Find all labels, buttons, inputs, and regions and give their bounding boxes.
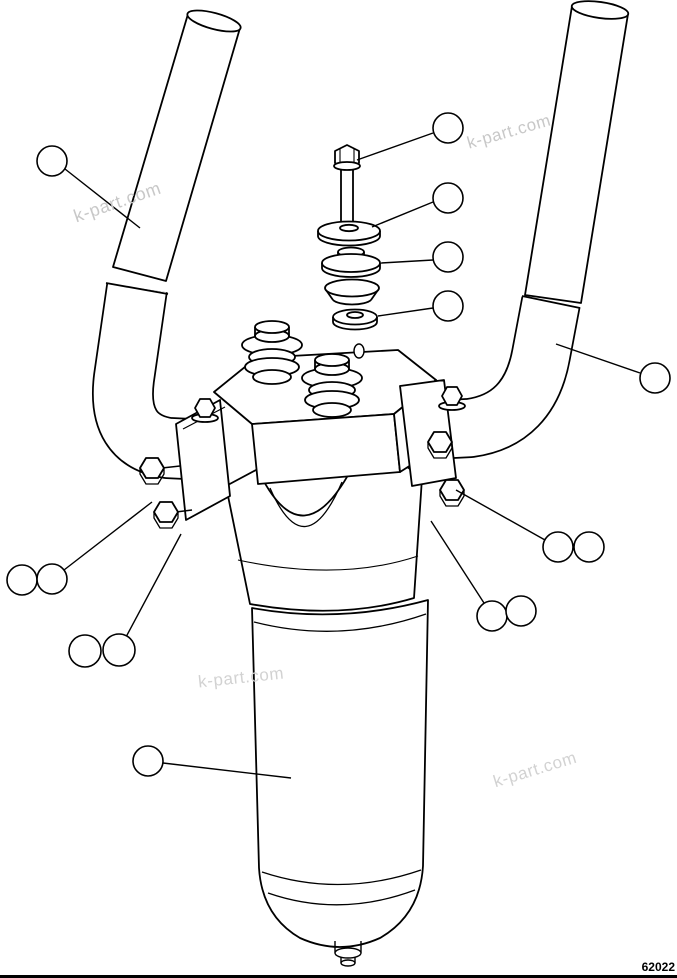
callout-balloon[interactable] — [432, 290, 464, 322]
left-flange-stud — [153, 501, 193, 529]
right-flange — [399, 379, 466, 507]
callout-balloon[interactable] — [132, 745, 164, 777]
right-top-bolt — [438, 386, 466, 411]
callout-balloon[interactable] — [432, 112, 464, 144]
breather-cap-front — [301, 343, 365, 418]
page-bottom-border — [0, 975, 677, 978]
bolt — [333, 144, 361, 229]
small-washer — [332, 308, 378, 331]
left-flange-nut — [139, 457, 181, 485]
callout-balloon[interactable] — [542, 531, 574, 563]
callout-balloon[interactable] — [639, 362, 671, 394]
right-tube — [524, 0, 630, 304]
cup-washer — [324, 278, 380, 306]
callout-balloons — [6, 112, 671, 777]
callout-balloon[interactable] — [36, 145, 68, 177]
left-top-bolt — [191, 398, 219, 423]
right-flange-nut — [427, 431, 453, 459]
callout-balloon[interactable] — [432, 182, 464, 214]
callout-balloon[interactable] — [573, 531, 605, 563]
filter-bowl — [251, 599, 429, 967]
small-ring — [353, 343, 365, 359]
left-tube — [112, 9, 242, 282]
bowl-adapter — [225, 459, 423, 612]
callout-balloon[interactable] — [432, 241, 464, 273]
callout-balloon[interactable] — [36, 563, 68, 595]
drawing-number: 62022 — [641, 960, 675, 974]
drain-plug — [334, 941, 362, 967]
callout-balloon[interactable] — [102, 633, 136, 667]
left-flange — [139, 398, 231, 529]
callout-balloon[interactable] — [505, 595, 537, 627]
leader-lines — [63, 132, 641, 779]
callout-balloon[interactable] — [6, 564, 38, 596]
spring-seat-washer — [321, 246, 381, 278]
callout-balloon[interactable] — [476, 600, 508, 632]
right-hose — [428, 295, 581, 460]
breather-cap-rear — [241, 320, 303, 385]
flat-washer — [317, 220, 381, 247]
callout-balloon[interactable] — [68, 634, 102, 668]
